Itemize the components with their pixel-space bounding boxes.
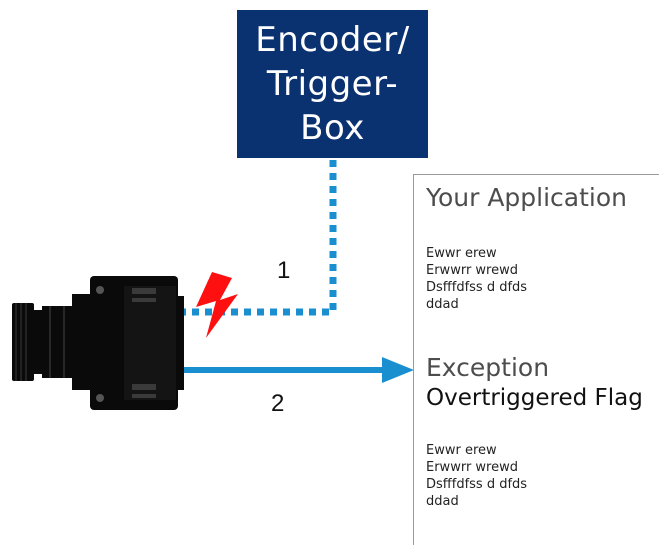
text-line: Ewwr erew	[426, 246, 497, 261]
path-2-label: 2	[271, 390, 285, 417]
text-line: Dsfffdfss d dfds	[426, 280, 528, 295]
text-line: ddad	[426, 297, 459, 312]
text-line: ddad	[426, 494, 459, 509]
text-line: Ewwr erew	[426, 443, 497, 458]
path-1-label: 1	[277, 257, 291, 284]
trigger-signal-line	[184, 160, 337, 316]
text-line: Erwwrr wrewd	[426, 263, 518, 278]
application-text-block-2: Ewwr erew Erwwrr wrewd Dsfffdfss d dfds …	[426, 442, 527, 510]
application-title: Your Application	[426, 183, 628, 212]
application-panel: Your Application Ewwr erew Erwwrr wrewd …	[413, 174, 659, 545]
lightning-bolt-icon	[196, 272, 238, 338]
image-transfer-arrow	[184, 357, 414, 383]
industrial-camera-icon	[12, 276, 184, 410]
text-line: Erwwrr wrewd	[426, 460, 518, 475]
diagram-canvas	[12, 160, 414, 410]
encoder-box-line-2: Trigger-	[266, 63, 399, 104]
encoder-trigger-box: Encoder/ Trigger- Box	[237, 10, 428, 158]
overtriggered-flag-label: Overtriggered Flag	[426, 385, 643, 411]
exception-label: Exception	[426, 353, 550, 382]
encoder-box-line-1: Encoder/	[255, 19, 410, 60]
encoder-box-line-3: Box	[300, 108, 365, 149]
text-line: Dsfffdfss d dfds	[426, 477, 528, 492]
application-text-block-1: Ewwr erew Erwwrr wrewd Dsfffdfss d dfds …	[426, 245, 527, 313]
